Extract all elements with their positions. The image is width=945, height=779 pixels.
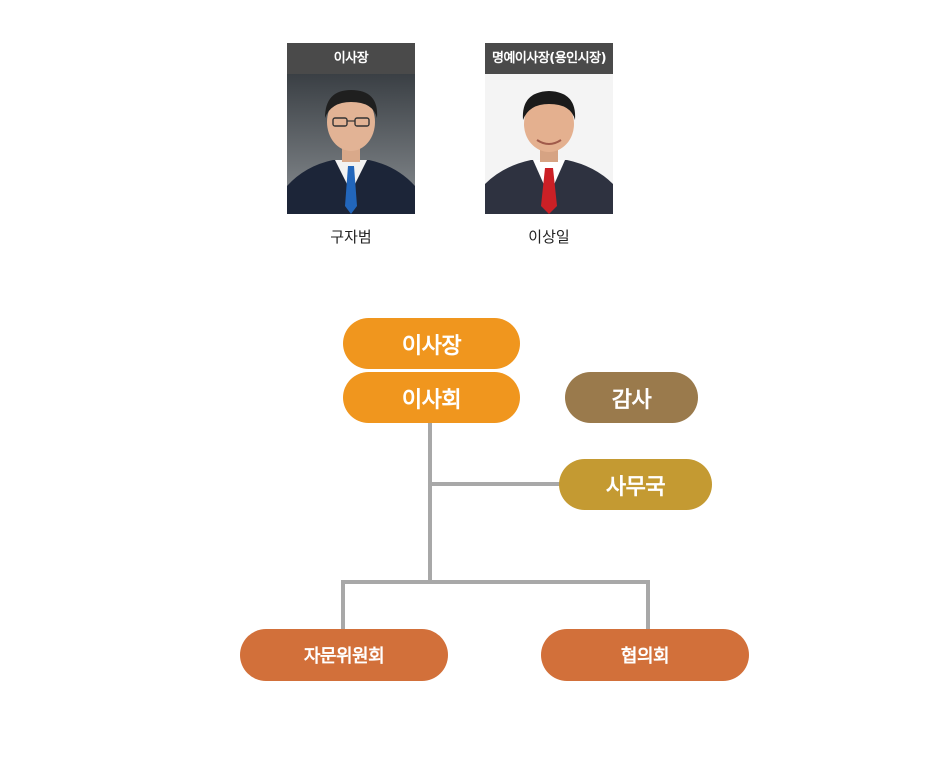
profile-honorary-chairman: 명예이사장(용인시장) 이상일 bbox=[485, 43, 613, 247]
profile-chairman: 이사장 구자범 bbox=[287, 43, 415, 247]
profile-name: 구자범 bbox=[330, 228, 372, 246]
connector-horizontal-bottom bbox=[341, 580, 650, 584]
profile-role-label: 명예이사장(용인시장) bbox=[485, 43, 613, 74]
profile-role-label: 이사장 bbox=[287, 43, 415, 74]
node-secretariat: 사무국 bbox=[559, 459, 712, 510]
node-auditor: 감사 bbox=[565, 372, 698, 423]
chairman-photo bbox=[287, 74, 415, 214]
node-board: 이사회 bbox=[343, 372, 520, 423]
connector-to-advisory bbox=[341, 580, 345, 630]
honorary-chairman-photo bbox=[485, 74, 613, 214]
node-council: 협의회 bbox=[541, 629, 749, 681]
connector-vertical-main bbox=[428, 421, 432, 583]
connector-to-secretariat bbox=[430, 482, 562, 486]
node-chairman: 이사장 bbox=[343, 318, 520, 369]
connector-to-council bbox=[646, 580, 650, 630]
profile-name: 이상일 bbox=[528, 228, 570, 246]
node-advisory-committee: 자문위원회 bbox=[240, 629, 448, 681]
